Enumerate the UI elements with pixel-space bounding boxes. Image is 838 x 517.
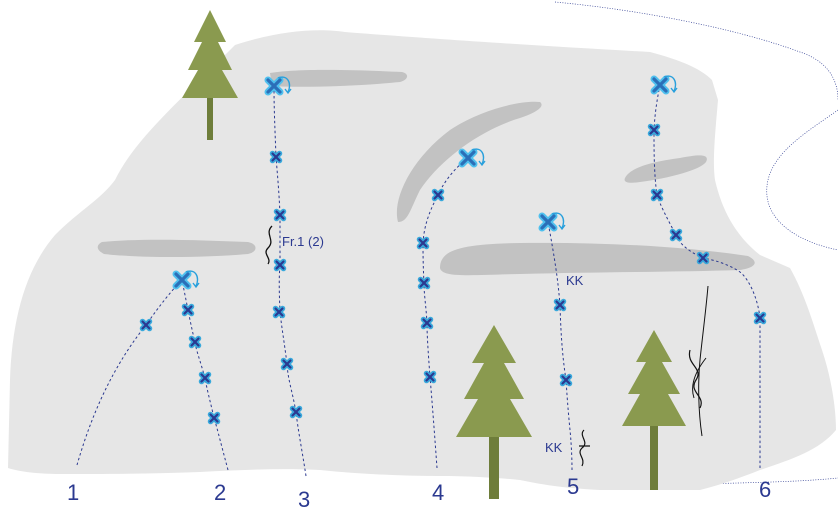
bolt-icon [269, 150, 283, 164]
bolt-icon [139, 318, 153, 332]
route-label-1: 1 [67, 480, 79, 505]
anchor-icon [650, 75, 678, 95]
bolt-icon [431, 188, 445, 202]
bolt-icon [753, 311, 767, 325]
rock-face [8, 30, 836, 491]
route-label-3: 3 [298, 487, 310, 512]
bolt-icon [207, 411, 221, 425]
ledge-middle [440, 242, 755, 276]
bolt-icon [273, 208, 287, 222]
route3-note: Fr.1 (2) [282, 234, 324, 249]
bolt-icon [696, 251, 710, 265]
anchor-icon [458, 148, 486, 168]
route-label-2: 2 [214, 480, 226, 505]
bolt-icon [289, 405, 303, 419]
bolt-icon [198, 371, 212, 385]
bolt-icon [559, 373, 573, 387]
anchor-icon [264, 76, 292, 96]
route-line-1 [76, 279, 183, 466]
tree-icon [456, 325, 532, 499]
ledge-top [270, 69, 408, 87]
bolt-icon [181, 303, 195, 317]
route-line-6 [653, 84, 761, 469]
route-label-6: 6 [759, 477, 771, 502]
river-bank-side [766, 109, 838, 251]
bolt-icon [416, 236, 430, 250]
route-label-5: 5 [567, 474, 579, 499]
route-label-4: 4 [432, 480, 444, 505]
river-bank-lower [627, 477, 838, 489]
crack-line-secondary [692, 357, 707, 399]
route5-note-lower: KK [545, 440, 563, 455]
bolt-icon [188, 335, 202, 349]
crack-line [698, 285, 709, 437]
bolt-icon [423, 370, 437, 384]
ledge-curved [396, 101, 542, 222]
bolt-icon [650, 188, 664, 202]
bolt-icon [273, 258, 287, 272]
ledge-right [624, 155, 707, 183]
bolt-icon [272, 305, 286, 319]
ledge-left [97, 239, 256, 257]
tree-icon [622, 330, 686, 490]
anchor-icon [538, 212, 566, 232]
bolt-icon [420, 316, 434, 330]
crack-symbol-icon [688, 349, 702, 409]
crack-symbol-icon [579, 429, 590, 467]
river-bank-upper [554, 1, 838, 101]
bolt-icon [553, 298, 567, 312]
route-line-5 [547, 221, 573, 471]
anchor-icon [172, 270, 200, 290]
tree-icon [182, 10, 238, 140]
bolt-icon [417, 276, 431, 290]
bolt-icon [669, 228, 683, 242]
crack-symbol-icon [265, 225, 273, 265]
bolt-icon [280, 357, 294, 371]
bolt-icon [647, 123, 661, 137]
route5-note-upper: KK [566, 273, 584, 288]
